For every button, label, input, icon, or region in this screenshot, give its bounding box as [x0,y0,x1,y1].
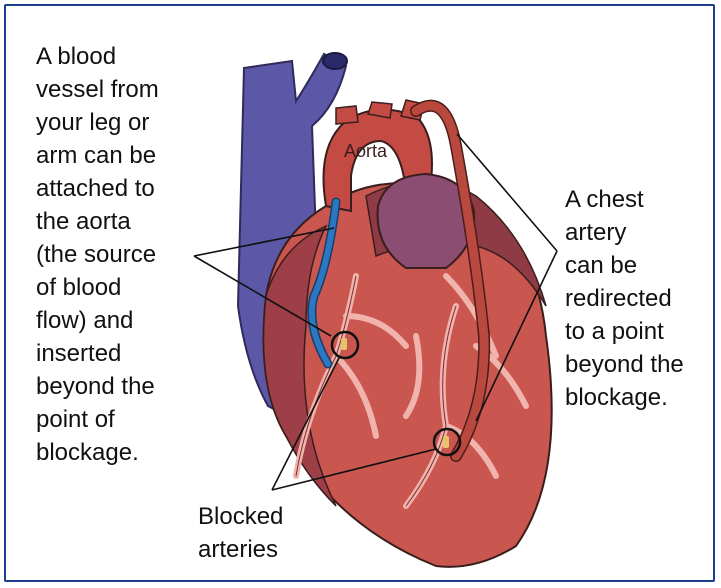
chest-artery-label: A chest artery can be redirected to a po… [565,183,715,414]
blocked-arteries-label: Blocked arteries [198,500,338,566]
diagram-frame: A blood vessel from your leg or arm can … [4,4,715,582]
vessel-graft-label: A blood vessel from your leg or arm can … [36,40,206,469]
aorta-label: Aorta [344,141,387,162]
